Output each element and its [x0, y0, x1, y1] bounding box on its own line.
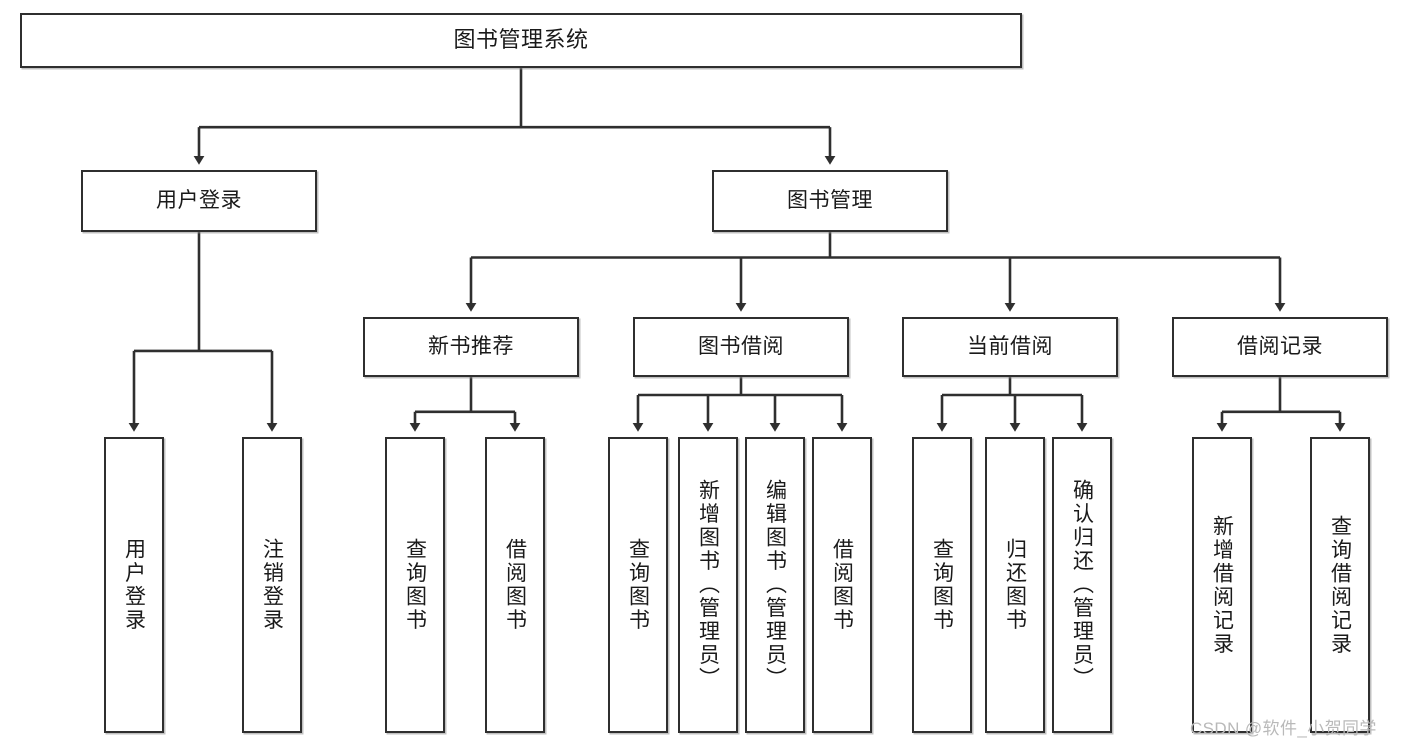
node-user-login-label: 用户登录 [156, 189, 242, 213]
node-user-login[interactable]: 用户登录 [81, 170, 317, 232]
node-new-book-recommend-label: 新书推荐 [428, 335, 514, 359]
node-leaf-query-book-recommend[interactable]: 查询图书 [385, 437, 445, 733]
node-current-borrow[interactable]: 当前借阅 [902, 317, 1118, 377]
node-leaf-query-borrow-record-label: 查询借阅记录 [1328, 514, 1352, 656]
node-book-manage[interactable]: 图书管理 [712, 170, 948, 232]
node-leaf-borrow-book[interactable]: 借阅图书 [812, 437, 872, 733]
node-leaf-add-borrow-record[interactable]: 新增借阅记录 [1192, 437, 1252, 733]
node-leaf-query-book-current-label: 查询图书 [930, 538, 954, 632]
node-leaf-query-book-borrow-label: 查询图书 [626, 538, 650, 632]
node-leaf-edit-book[interactable]: 编辑图书（管理员） [745, 437, 805, 733]
node-leaf-add-book-label: 新增图书（管理员） [696, 479, 720, 691]
node-leaf-user-login[interactable]: 用户登录 [104, 437, 164, 733]
node-book-borrow-label: 图书借阅 [698, 335, 784, 359]
node-book-borrow[interactable]: 图书借阅 [633, 317, 849, 377]
node-leaf-confirm-return-label: 确认归还（管理员） [1070, 479, 1094, 691]
node-leaf-user-logout[interactable]: 注销登录 [242, 437, 302, 733]
node-new-book-recommend[interactable]: 新书推荐 [363, 317, 579, 377]
node-leaf-query-book-current[interactable]: 查询图书 [912, 437, 972, 733]
node-leaf-confirm-return[interactable]: 确认归还（管理员） [1052, 437, 1112, 733]
node-root[interactable]: 图书管理系统 [20, 13, 1022, 68]
node-root-label: 图书管理系统 [453, 27, 589, 53]
node-leaf-query-book-borrow[interactable]: 查询图书 [608, 437, 668, 733]
node-leaf-user-login-label: 用户登录 [122, 538, 146, 632]
node-leaf-query-borrow-record[interactable]: 查询借阅记录 [1310, 437, 1370, 733]
node-book-manage-label: 图书管理 [787, 189, 873, 213]
csdn-watermark: CSDN @软件_小贺同学 [1190, 719, 1377, 738]
node-leaf-borrow-book-recommend-label: 借阅图书 [503, 538, 527, 632]
node-leaf-borrow-book-label: 借阅图书 [830, 538, 854, 632]
node-borrow-record-label: 借阅记录 [1237, 335, 1323, 359]
node-leaf-add-book[interactable]: 新增图书（管理员） [678, 437, 738, 733]
node-leaf-borrow-book-recommend[interactable]: 借阅图书 [485, 437, 545, 733]
node-leaf-return-book[interactable]: 归还图书 [985, 437, 1045, 733]
node-borrow-record[interactable]: 借阅记录 [1172, 317, 1388, 377]
node-current-borrow-label: 当前借阅 [967, 335, 1053, 359]
node-leaf-query-book-recommend-label: 查询图书 [403, 538, 427, 632]
node-leaf-edit-book-label: 编辑图书（管理员） [763, 479, 787, 691]
node-leaf-return-book-label: 归还图书 [1003, 538, 1027, 632]
node-leaf-add-borrow-record-label: 新增借阅记录 [1210, 514, 1234, 656]
node-leaf-user-logout-label: 注销登录 [260, 538, 284, 632]
